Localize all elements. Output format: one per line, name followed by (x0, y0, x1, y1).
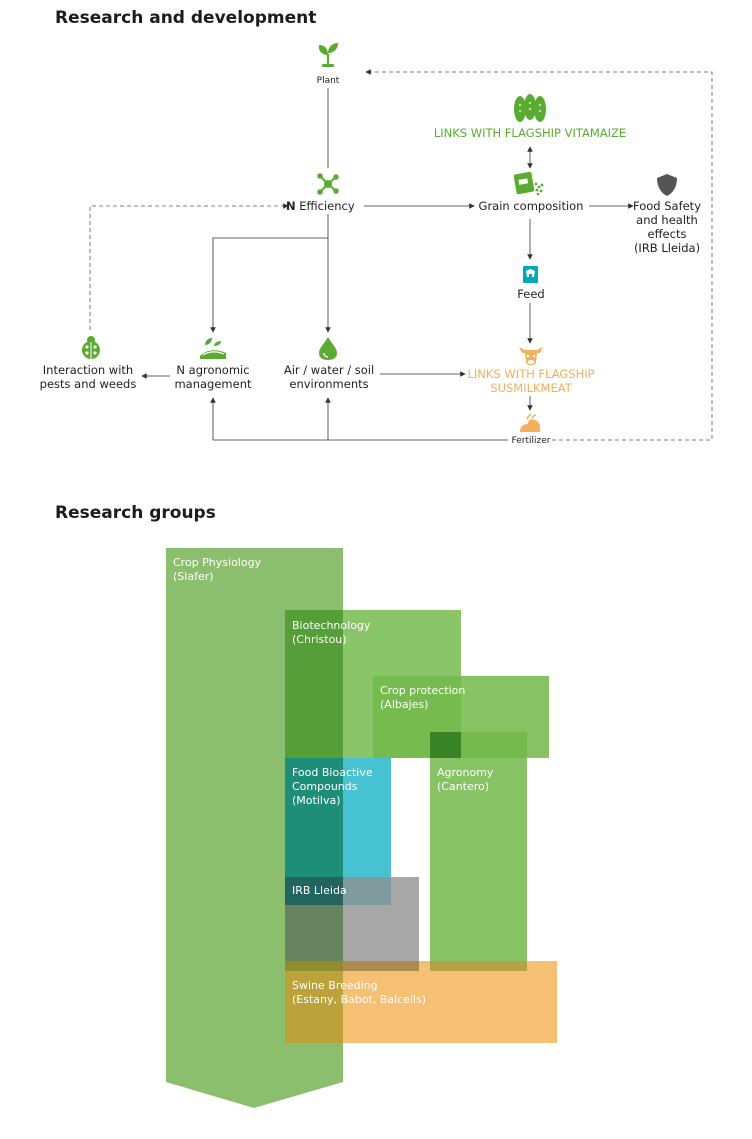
food-safety-line-3: effects (647, 227, 687, 241)
air-water-soil-label: Air / water / soil environments (277, 363, 381, 391)
food-safety-label: Food Safety and health effects (IRB Llei… (627, 199, 707, 255)
food-bioactive-name-2: Compounds (292, 780, 358, 793)
cow-icon (519, 347, 543, 365)
n-agronomic-label: N agronomic management (167, 363, 259, 391)
food-bioactive-name-1: Food Bioactive (292, 766, 373, 779)
susmilkmeat-line-2: SUSMILKMEAT (490, 381, 572, 395)
swine-breeding-lead: (Estany, Babot, Balcells) (292, 993, 427, 1006)
agronomy-label: Agronomy (Cantero) (437, 766, 493, 794)
swine-breeding-block (285, 961, 557, 1043)
fertilizer-label: Fertilizer (511, 436, 551, 446)
agronomy-lead: (Cantero) (437, 780, 490, 793)
flow-connectors (89, 69, 713, 441)
n-agronomic-line-1: N agronomic (176, 363, 250, 377)
agronomy-name: Agronomy (437, 766, 494, 779)
crop-protection-name: Crop protection (380, 684, 466, 697)
crop-protection-label: Crop protection (Albajes) (380, 684, 465, 712)
interaction-label: Interaction with pests and weeds (38, 363, 138, 391)
grain-composition-label: Grain composition (478, 199, 584, 213)
interaction-line-2: pests and weeds (39, 377, 137, 391)
crop-physiology-lead: (Slafer) (173, 570, 214, 583)
food-safety-line-4: (IRB Lleida) (633, 241, 701, 255)
air-water-line-1: Air / water / soil (283, 363, 375, 377)
ladybug-icon (82, 336, 100, 359)
n-efficiency-label: N Efficiency (286, 199, 370, 213)
plant-icon (318, 43, 338, 67)
links-vitamaize-label: LINKS WITH FLAGSHIP VITAMAIZE (433, 126, 627, 140)
links-susmilkmeat-label: LINKS WITH FLAGSHIP SUSMILKMEAT (465, 367, 597, 395)
biotechnology-lead: (Christou) (292, 633, 347, 646)
shield-icon (657, 174, 677, 196)
biotechnology-name: Biotechnology (292, 619, 371, 632)
biotechnology-label: Biotechnology (Christou) (292, 619, 370, 647)
crop-protection-lead: (Albajes) (380, 698, 429, 711)
fertilizer-pile-icon (520, 413, 540, 432)
feed-bag-icon (523, 266, 538, 283)
plant-label: Plant (316, 76, 340, 86)
efficiency-text: Efficiency (299, 199, 355, 213)
interaction-line-1: Interaction with (42, 363, 134, 377)
section-title-rnd: Research and development (55, 8, 317, 28)
corn-cobs-icon (514, 94, 546, 122)
crop-physiology-label: Crop Physiology (Slafer) (173, 556, 261, 584)
irb-lleida-name: IRB Lleida (292, 884, 347, 897)
swine-breeding-label: Swine Breeding (Estany, Babot, Balcells) (292, 979, 426, 1007)
feed-label: Feed (517, 287, 545, 301)
n-agronomic-line-2: management (174, 377, 252, 391)
susmilkmeat-line-1: LINKS WITH FLAGSHIP (467, 367, 595, 381)
irb-lleida-label: IRB Lleida (292, 884, 347, 898)
swine-breeding-name: Swine Breeding (292, 979, 378, 992)
food-bioactive-lead: (Motilva) (292, 794, 341, 807)
section-title-groups: Research groups (55, 503, 216, 523)
n-symbol: N (286, 199, 296, 213)
field-tractor-icon (200, 338, 226, 359)
water-drop-icon (319, 337, 337, 360)
food-safety-line-2: and health (636, 213, 698, 227)
agronomy-block (430, 732, 527, 971)
air-water-line-2: environments (289, 377, 369, 391)
molecule-icon (317, 173, 339, 195)
food-bioactive-label: Food Bioactive Compounds (Motilva) (292, 766, 373, 808)
crop-physiology-name: Crop Physiology (173, 556, 262, 569)
grain-bag-icon (513, 171, 544, 196)
food-safety-line-1: Food Safety (632, 199, 702, 213)
